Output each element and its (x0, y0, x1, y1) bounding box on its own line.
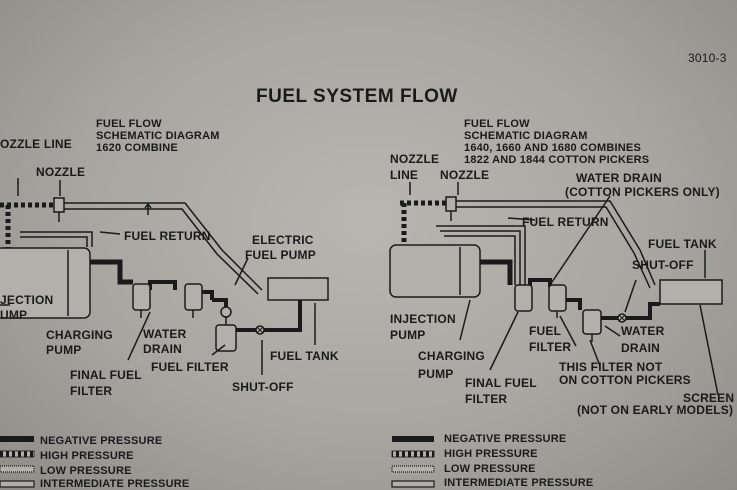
right-legend-high: HIGH PRESSURE (444, 448, 538, 460)
label-charging: CHARGING (46, 328, 113, 342)
label-r-not-cotton: ON COTTON PICKERS (559, 373, 691, 387)
label-r-fuel: FUEL (529, 324, 562, 338)
label-fuel-pump: FUEL PUMP (245, 248, 316, 262)
label-r-fuel-tank: FUEL TANK (648, 237, 717, 251)
label-r-injection: INJECTION (390, 312, 456, 326)
label-r-not-early: (NOT ON EARLY MODELS) (577, 403, 734, 417)
right-schematic (389, 182, 723, 396)
right-heading-2: SCHEMATIC DIAGRAM (464, 130, 588, 142)
page-number: 3010-3 (688, 51, 727, 65)
page-title: FUEL SYSTEM FLOW (256, 86, 458, 107)
label-r-charging: CHARGING (418, 349, 485, 363)
label-r-line: LINE (390, 168, 419, 182)
label-r-cotton-only: (COTTON PICKERS ONLY) (565, 185, 720, 199)
label-r-fuel-return: FUEL RETURN (522, 215, 609, 229)
left-heading-3: 1620 COMBINE (96, 142, 178, 154)
right-heading-4: 1822 AND 1844 COTTON PICKERS (464, 154, 650, 166)
label-r-filter: FILTER (529, 340, 572, 354)
label-final-fuel: FINAL FUEL (70, 368, 142, 382)
label-fuel-filter: FUEL FILTER (151, 360, 229, 374)
label-fuel-return: FUEL RETURN (124, 229, 211, 243)
right-legend-swatches (391, 436, 435, 488)
label-injection: JECTION (0, 293, 54, 307)
label-r-injection-pump: PUMP (390, 328, 426, 342)
label-r-final-filter: FILTER (465, 392, 508, 406)
left-legend-low: LOW PRESSURE (40, 465, 132, 477)
label-charging-pump: PUMP (46, 343, 82, 357)
left-schematic (0, 178, 329, 375)
left-legend-high: HIGH PRESSURE (40, 450, 134, 462)
label-r-shut-off: SHUT-OFF (632, 258, 694, 272)
left-legend-negative: NEGATIVE PRESSURE (40, 435, 163, 447)
left-legend-intermediate: INTERMEDIATE PRESSURE (40, 478, 190, 490)
label-fuel-tank: FUEL TANK (270, 349, 339, 363)
label-shut-off: SHUT-OFF (232, 380, 294, 394)
label-nozzle-line: OZZLE LINE (0, 137, 72, 151)
label-r-screen: SCREEN (683, 391, 735, 405)
right-legend-negative: NEGATIVE PRESSURE (444, 433, 567, 445)
label-nozzle: NOZZLE (36, 165, 86, 179)
right-heading-3: 1640, 1660 AND 1680 COMBINES (464, 142, 641, 154)
label-electric: ELECTRIC (252, 233, 314, 247)
label-r-nozzle-2: NOZZLE (440, 168, 490, 182)
label-drain: DRAIN (143, 342, 182, 356)
label-water: WATER (143, 327, 187, 341)
left-heading-2: SCHEMATIC DIAGRAM (96, 130, 220, 142)
left-heading-1: FUEL FLOW (96, 118, 162, 130)
label-injection-pump: UMP (0, 308, 28, 322)
label-r-water: WATER (621, 324, 665, 338)
right-legend-low: LOW PRESSURE (444, 463, 536, 475)
label-r-drain: DRAIN (621, 341, 660, 355)
label-r-final-fuel: FINAL FUEL (465, 376, 537, 390)
right-legend-intermediate: INTERMEDIATE PRESSURE (444, 477, 594, 489)
right-heading-1: FUEL FLOW (464, 118, 530, 130)
label-r-charging-pump: PUMP (418, 367, 454, 381)
label-final-filter: FILTER (70, 384, 113, 398)
label-r-this-filter: THIS FILTER NOT (559, 360, 663, 374)
left-legend-swatches (0, 436, 35, 488)
label-r-nozzle: NOZZLE (390, 152, 440, 166)
label-r-water-drain: WATER DRAIN (576, 171, 662, 185)
